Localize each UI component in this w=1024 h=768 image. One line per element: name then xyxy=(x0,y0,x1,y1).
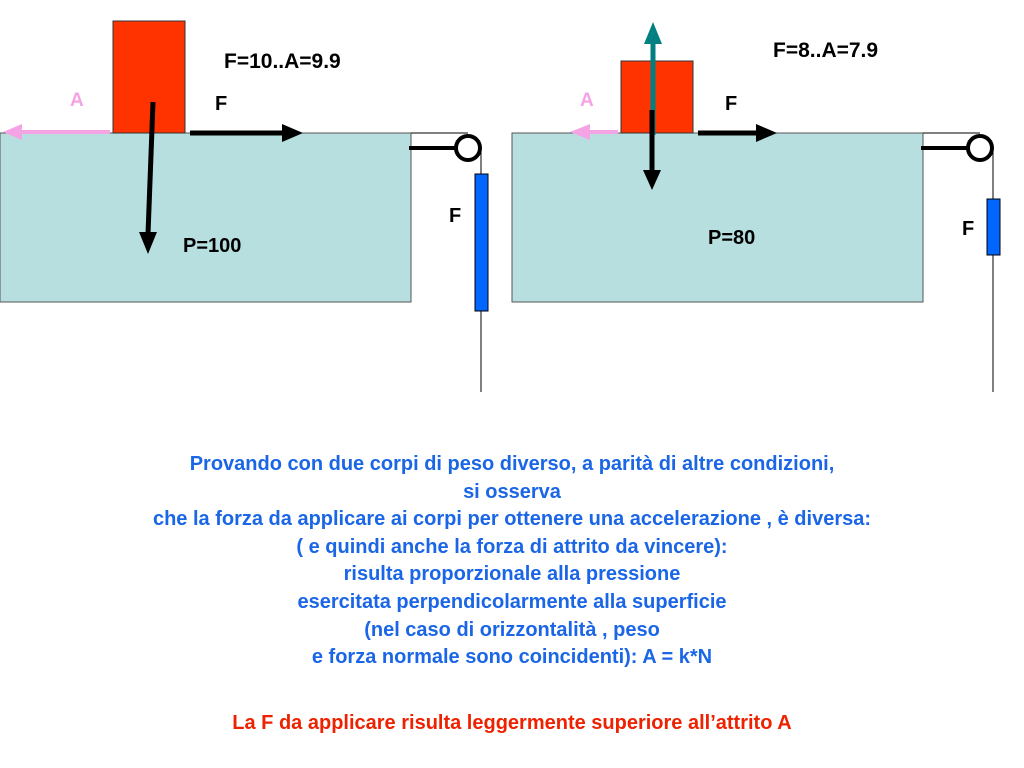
right-table xyxy=(511,132,924,303)
right-spring-scale xyxy=(986,198,1001,256)
right-weight-arrow xyxy=(643,110,661,190)
left-force-readout: F=10..A=9.9 xyxy=(224,50,341,73)
left-friction-label: A xyxy=(70,90,84,111)
caption-line: che la forza da applicare ai corpi per o… xyxy=(152,508,872,531)
friction-diagram: F=10..A=9.9 A F P=100 F xyxy=(0,20,1001,392)
right-pull-label: F xyxy=(725,93,737,115)
right-pulley xyxy=(966,134,994,162)
right-friction-arrow xyxy=(570,124,618,140)
left-weight-arrow xyxy=(139,101,157,254)
caption-line: risulta proporzionale alla pressione xyxy=(343,563,681,586)
left-spring-scale xyxy=(474,173,489,312)
caption-line: Provando con due corpi di peso diverso, … xyxy=(189,453,835,475)
left-pulley xyxy=(454,134,482,162)
right-setup: F=8..A=7.9 A F P=80 F xyxy=(511,22,1001,392)
left-weight-label: P=100 xyxy=(183,235,241,257)
caption-block: Provando con due corpi di peso diverso, … xyxy=(0,451,1024,672)
caption-line: si osserva xyxy=(463,480,561,503)
right-weight-label: P=80 xyxy=(708,227,755,249)
right-friction-label: A xyxy=(580,90,594,111)
left-block xyxy=(112,20,186,134)
left-spring-label: F xyxy=(449,205,461,227)
right-spring-label: F xyxy=(962,218,974,240)
left-setup: F=10..A=9.9 A F P=100 F xyxy=(0,20,489,392)
caption-footer: La F da applicare risulta leggermente su… xyxy=(232,712,792,734)
caption-line: (nel caso di orizzontalità , peso xyxy=(364,618,660,641)
caption-line: e forza normale sono coincidenti): A = k… xyxy=(311,646,713,669)
right-pull-arrow xyxy=(698,124,777,142)
caption-line: esercitata perpendicolarmente alla super… xyxy=(297,590,727,613)
left-pull-label: F xyxy=(215,93,227,115)
caption-line: ( e quindi anche la forza di attrito da … xyxy=(296,535,728,558)
left-table xyxy=(0,132,412,303)
right-block xyxy=(620,60,694,134)
left-friction-arrow xyxy=(3,124,110,140)
left-pull-arrow xyxy=(190,124,303,142)
right-force-readout: F=8..A=7.9 xyxy=(773,39,878,62)
